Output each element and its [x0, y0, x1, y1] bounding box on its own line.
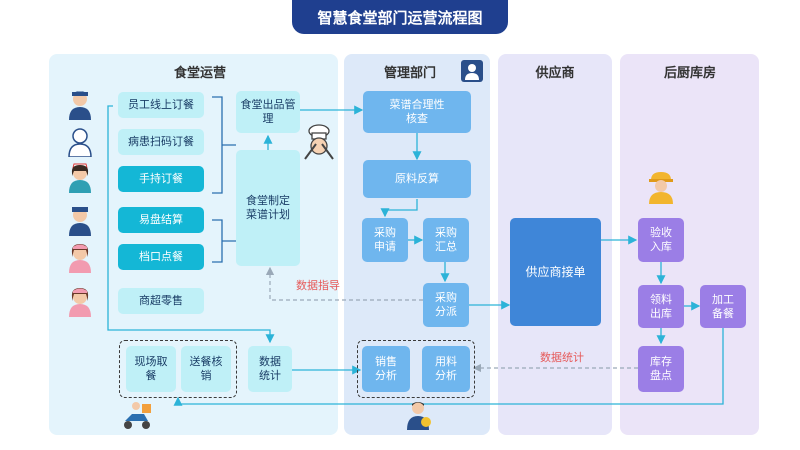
cashier-avatar-icon [69, 207, 91, 236]
panel-title-canteen: 食堂运营 [173, 66, 226, 81]
panel-title-kitchen: 后厨库房 [663, 66, 716, 81]
issue-box: 领料出库 [638, 285, 684, 328]
data-stats-box: 数据统计 [248, 346, 292, 392]
stall-staff-avatar-icon [69, 244, 91, 273]
data-stats-note: 数据统计 [540, 351, 584, 364]
staff-avatar-icon [69, 91, 91, 120]
page-title: 智慧食堂部门运营流程图 [292, 0, 508, 34]
inventory-box: 库存盘点 [638, 346, 684, 392]
analyst-avatar-icon [407, 402, 431, 430]
patient-avatar-icon [68, 128, 92, 157]
manager-avatar-icon [461, 60, 483, 82]
receive-box: 验收入库 [638, 218, 684, 262]
prep-box: 加工备餐 [700, 285, 746, 328]
material-analysis-box: 用料分析 [422, 346, 470, 392]
feedback-box: 原料反算 [363, 160, 471, 198]
pickup-box: 现场取餐 [126, 346, 176, 392]
warehouse-worker-icon [649, 172, 673, 204]
delivery-box: 送餐核销 [181, 346, 231, 392]
purchase-request-box: 采购申请 [362, 218, 408, 262]
order-online-box: 员工线上订餐 [118, 92, 204, 118]
nurse-avatar-icon [69, 163, 91, 193]
purchase-summary-box: 采购汇总 [423, 218, 469, 262]
purchase-dispatch-box: 采购分派 [423, 283, 469, 327]
panel-title-supplier: 供应商 [535, 66, 575, 81]
pickup-delivery-group [119, 340, 237, 398]
menu-plan-box: 食堂制定菜谱计划 [236, 150, 300, 266]
supermarket-box: 商超零售 [118, 288, 204, 314]
patient-scan-box: 病患扫码订餐 [118, 129, 204, 155]
analysis-group [357, 340, 475, 398]
panel-title-management: 管理部门 [383, 66, 436, 81]
chef-utensils-icon [304, 124, 334, 160]
supplier-accept-box: 供应商接单 [510, 218, 601, 326]
stall-order-box: 档口点餐 [118, 244, 204, 270]
easy-settle-box: 易盘结算 [118, 207, 204, 233]
delivery-rider-icon [124, 402, 151, 429]
output-mgmt-box: 食堂出品管理 [236, 91, 300, 133]
retail-staff-avatar-icon [69, 288, 91, 317]
menu-check-box: 菜谱合理性核查 [363, 91, 471, 133]
sales-analysis-box: 销售分析 [362, 346, 410, 392]
handheld-order-box: 手持订餐 [118, 166, 204, 192]
data-guide-note: 数据指导 [296, 279, 340, 292]
